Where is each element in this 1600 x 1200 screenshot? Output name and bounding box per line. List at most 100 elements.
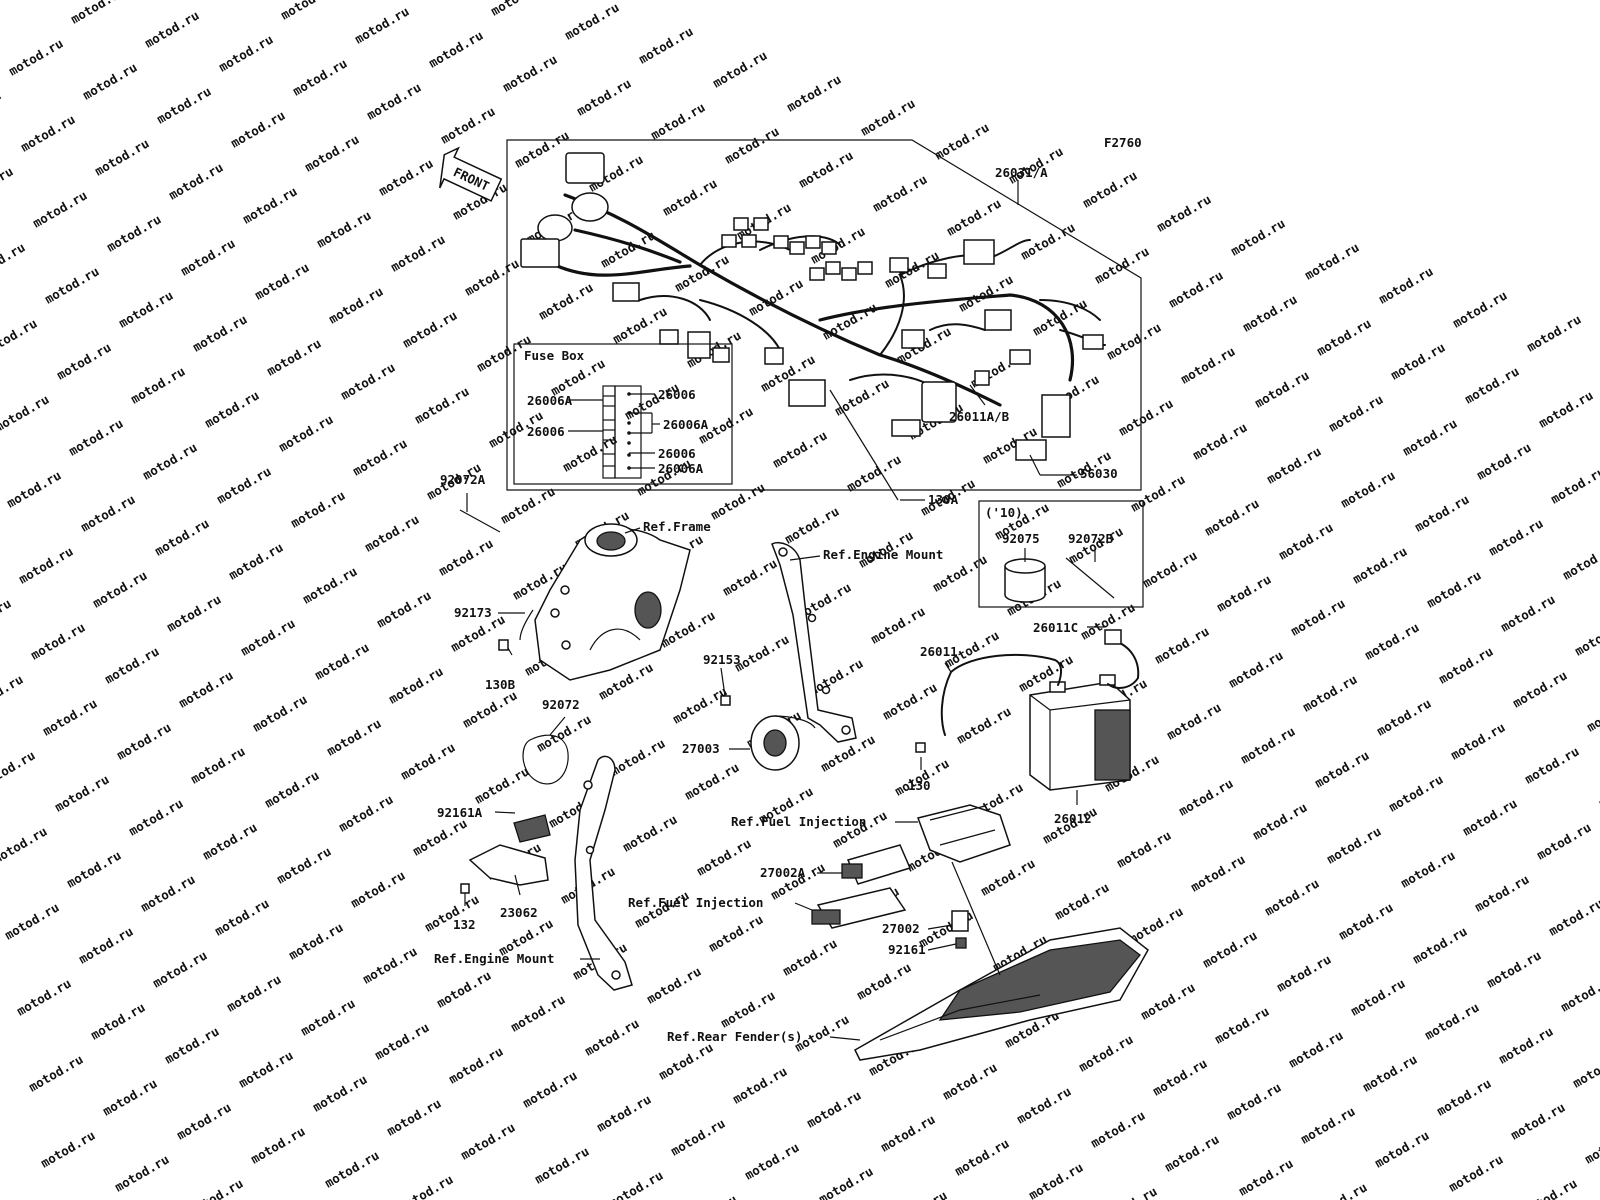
callout-ref-fuel-injection-lower: Ref.Fuel Injection <box>628 895 763 910</box>
watermark-text: motod.ru <box>1176 775 1236 818</box>
watermark-text: motod.ru <box>1336 899 1396 942</box>
watermark-text: motod.ru <box>1484 947 1544 990</box>
bolt-130B <box>498 639 509 651</box>
watermark-text: motod.ru <box>0 823 50 866</box>
watermark-text: motod.ru <box>1324 823 1384 866</box>
leader-lines <box>464 180 1105 1041</box>
watermark-text: motod.ru <box>1138 979 1198 1022</box>
watermark-text: motod.ru <box>0 87 4 130</box>
watermark-text: motod.ru <box>88 999 148 1042</box>
watermark-text: motod.ru <box>1224 1079 1284 1122</box>
watermark-text: motod.ru <box>1166 267 1226 310</box>
watermark-text: motod.ru <box>78 491 138 534</box>
watermark-text: motod.ru <box>644 963 704 1006</box>
callout-26012: 26012 <box>1054 811 1092 826</box>
watermark-text: motod.ru <box>14 975 74 1018</box>
watermark-text: motod.ru <box>1508 1099 1568 1142</box>
callout-26011: 26011 <box>920 644 958 659</box>
callout-27002A: 27002A <box>760 865 806 880</box>
watermark-text: motod.ru <box>66 415 126 458</box>
watermark-text: motod.ru <box>18 111 78 154</box>
watermark-text: motod.ru <box>376 155 436 198</box>
watermark-text: motod.ru <box>286 919 346 962</box>
callout-130A: 130A <box>928 492 959 507</box>
callout-ref-rear-fender: Ref.Rear Fender(s) <box>667 1029 802 1044</box>
watermark-text: motod.ru <box>820 299 880 342</box>
watermark-text: motod.ru <box>508 991 568 1034</box>
watermark-text: motod.ru <box>104 211 164 254</box>
watermark-text: motod.ru <box>352 3 412 46</box>
watermark-text: motod.ru <box>1114 827 1174 870</box>
watermark-text: motod.ru <box>1400 415 1460 458</box>
cable-26011C <box>1107 639 1140 689</box>
callout-92075: 92075 <box>1002 531 1040 546</box>
watermark-text: motod.ru <box>1150 1055 1210 1098</box>
watermark-text: motod.ru <box>1240 291 1300 334</box>
watermark-text: motod.ru <box>854 959 914 1002</box>
callout-92072: 92072 <box>542 697 580 712</box>
watermark-text: motod.ru <box>152 515 212 558</box>
fuse-label: 26006A <box>663 417 709 432</box>
callout-130B: 130B <box>485 677 516 692</box>
watermark-text: motod.ru <box>312 639 372 682</box>
fuse-label: 26006 <box>527 424 565 439</box>
band-92173 <box>519 609 534 641</box>
watermark-text: motod.ru <box>128 363 188 406</box>
watermark-text: motod.ru <box>944 195 1004 238</box>
watermark-text: motod.ru <box>1076 1031 1136 1074</box>
watermark-text: motod.ru <box>1434 1075 1494 1118</box>
watermark-text: motod.ru <box>870 171 930 214</box>
watermark-text: motod.ru <box>188 743 248 786</box>
watermark-text: motod.ru <box>868 603 928 646</box>
watermark-text: motod.ru <box>2 899 62 942</box>
watermark-text: motod.ru <box>1362 619 1422 662</box>
watermark-text: motod.ru <box>64 847 124 890</box>
callout-ref-frame: Ref.Frame <box>643 519 711 534</box>
callouts: 26031/A 26011A/B 56030 130A 92075 92072B… <box>434 165 1118 1044</box>
watermark-text: motod.ru <box>396 1171 456 1200</box>
watermark-text: motod.ru <box>1226 647 1286 690</box>
watermark-text: motod.ru <box>952 1135 1012 1178</box>
watermark-text: motod.ru <box>1570 1047 1600 1090</box>
watermark-text: motod.ru <box>252 259 312 302</box>
watermark-text: motod.ru <box>214 463 274 506</box>
watermark-text: motod.ru <box>682 759 742 802</box>
watermark-text: motod.ru <box>784 71 844 114</box>
watermark-text: motod.ru <box>0 163 16 206</box>
watermark-text: motod.ru <box>710 47 770 90</box>
watermark-text: motod.ru <box>1162 1131 1222 1174</box>
watermark-text: motod.ru <box>276 411 336 454</box>
watermark-text: motod.ru <box>844 451 904 494</box>
engine-mount-bracket <box>771 541 857 743</box>
watermark-text: motod.ru <box>574 75 634 118</box>
year-variant-title: ('10) <box>985 505 1023 520</box>
watermark-text: motod.ru <box>1450 287 1510 330</box>
watermark-text: motod.ru <box>0 239 28 282</box>
watermark-text: motod.ru <box>290 55 350 98</box>
watermark-text: motod.ru <box>362 511 422 554</box>
watermark-text: motod.ru <box>202 387 262 430</box>
watermark-text: motod.ru <box>240 183 300 226</box>
watermark-text: motod.ru <box>126 795 186 838</box>
watermark-text: motod.ru <box>52 771 112 814</box>
fuse-label: 26006 <box>658 387 696 402</box>
watermark-text: motod.ru <box>1274 951 1334 994</box>
watermark-text: motod.ru <box>668 1115 728 1158</box>
watermark-text: motod.ru <box>302 131 362 174</box>
watermark-text: motod.ru <box>324 715 384 758</box>
watermark-text: motod.ru <box>1052 879 1112 922</box>
pad-92161 <box>955 937 967 949</box>
watermark-text: motod.ru <box>398 739 458 782</box>
watermark-text: motod.ru <box>216 31 276 74</box>
watermark-text: motod.ru <box>1536 387 1596 430</box>
watermark-text: motod.ru <box>880 679 940 722</box>
watermark-text: motod.ru <box>42 263 102 306</box>
tie-92072A <box>459 509 501 533</box>
watermark-text: motod.ru <box>804 1087 864 1130</box>
watermark-text: motod.ru <box>186 1175 246 1200</box>
watermark-text: motod.ru <box>1372 1127 1432 1170</box>
watermark-text: motod.ru <box>162 1023 222 1066</box>
watermark-text: motod.ru <box>1026 1159 1086 1200</box>
watermark-text: motod.ru <box>238 615 298 658</box>
callout-ref-engine-mount-lower: Ref.Engine Mount <box>434 951 554 966</box>
